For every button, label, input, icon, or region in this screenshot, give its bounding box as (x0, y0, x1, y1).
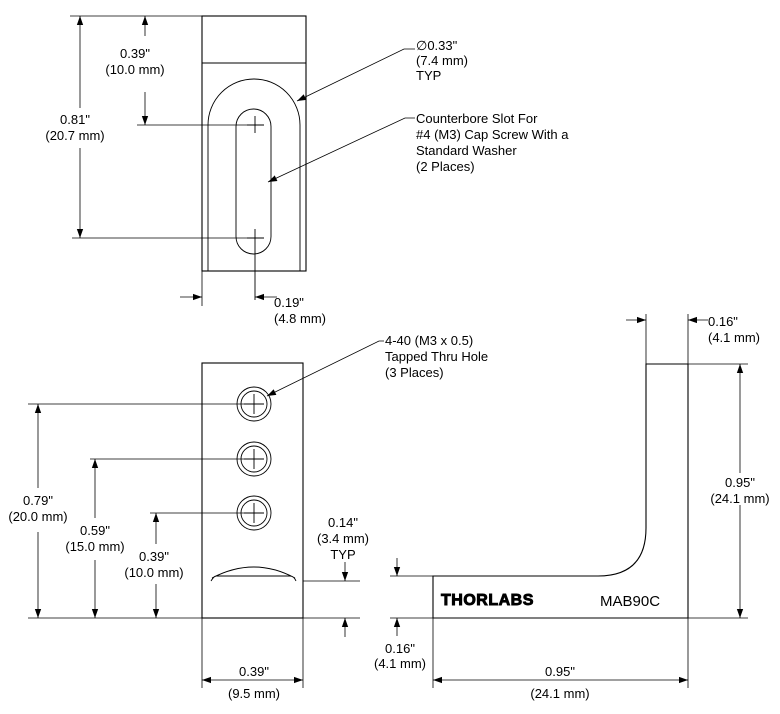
dim-095-height-label: 0.95" (725, 475, 755, 490)
front-view-bottom-scallop (210, 566, 297, 582)
note-counterbore-line3: Standard Washer (416, 143, 517, 158)
note-counterbore-line4: (2 Places) (416, 159, 475, 174)
dim-014-mm: (3.4 mm) (317, 531, 369, 546)
dim-059-mm: (15.0 mm) (65, 539, 124, 554)
dim-016-bottom-label: 0.16" (385, 641, 415, 656)
dim-081-mm: (20.7 mm) (45, 128, 104, 143)
dim-079-label: 0.79" (23, 493, 53, 508)
note-diameter-line1: ∅0.33" (416, 38, 458, 53)
leader-tapped (266, 340, 384, 397)
note-counterbore-line1: Counterbore Slot For (416, 111, 538, 126)
top-view-body (201, 15, 307, 272)
front-view: 4-40 (M3 x 0.5) Tapped Thru Hole (3 Plac… (8, 333, 488, 701)
note-diameter-line2: (7.4 mm) (416, 53, 468, 68)
note-diameter-line3: TYP (416, 68, 441, 83)
dim-039-front-mm: (10.0 mm) (124, 565, 183, 580)
dim-079-mm: (20.0 mm) (8, 509, 67, 524)
front-view-body (201, 362, 304, 619)
dim-014-typ: TYP (330, 547, 355, 562)
dim-095-height-mm: (24.1 mm) (710, 491, 769, 506)
side-view: 0.16" (4.1 mm) 0.95" (24.1 mm) 0.16" (4.… (374, 314, 770, 701)
dim-016-top-label: 0.16" (708, 314, 738, 329)
dim-059-label: 0.59" (80, 523, 110, 538)
model-label: MAB90C (600, 593, 660, 610)
brand-logo: THORLABS (441, 592, 534, 609)
dim-019-label: 0.19" (274, 295, 304, 310)
leader-diameter (296, 48, 415, 102)
counterbore-outer-outline (207, 78, 301, 271)
dim-016-top-mm: (4.1 mm) (708, 330, 760, 345)
note-tapped-line2: Tapped Thru Hole (385, 349, 488, 364)
dim-095-length-mm: (24.1 mm) (530, 686, 589, 701)
note-counterbore-line2: #4 (M3) Cap Screw With a (416, 127, 569, 142)
side-view-bracket (432, 363, 689, 619)
leader-counterbore (267, 117, 415, 183)
dim-014-label: 0.14" (328, 515, 358, 530)
dim-081-label: 0.81" (60, 112, 90, 127)
dim-039-top-mm: (10.0 mm) (105, 62, 164, 77)
dim-039-top-label: 0.39" (120, 46, 150, 61)
dim-019-mm: (4.8 mm) (274, 311, 326, 326)
note-tapped-line3: (3 Places) (385, 365, 444, 380)
dim-016-bottom-mm: (4.1 mm) (374, 656, 426, 671)
dim-width-label: 0.39" (239, 664, 269, 679)
dim-095-length-label: 0.95" (545, 664, 575, 679)
top-view: 0.39" (10.0 mm) 0.81" (20.7 mm) 0.19" (4… (45, 15, 569, 326)
note-tapped-line1: 4-40 (M3 x 0.5) (385, 333, 473, 348)
dim-width-mm: (9.5 mm) (228, 686, 280, 701)
dim-039-front-label: 0.39" (139, 549, 169, 564)
